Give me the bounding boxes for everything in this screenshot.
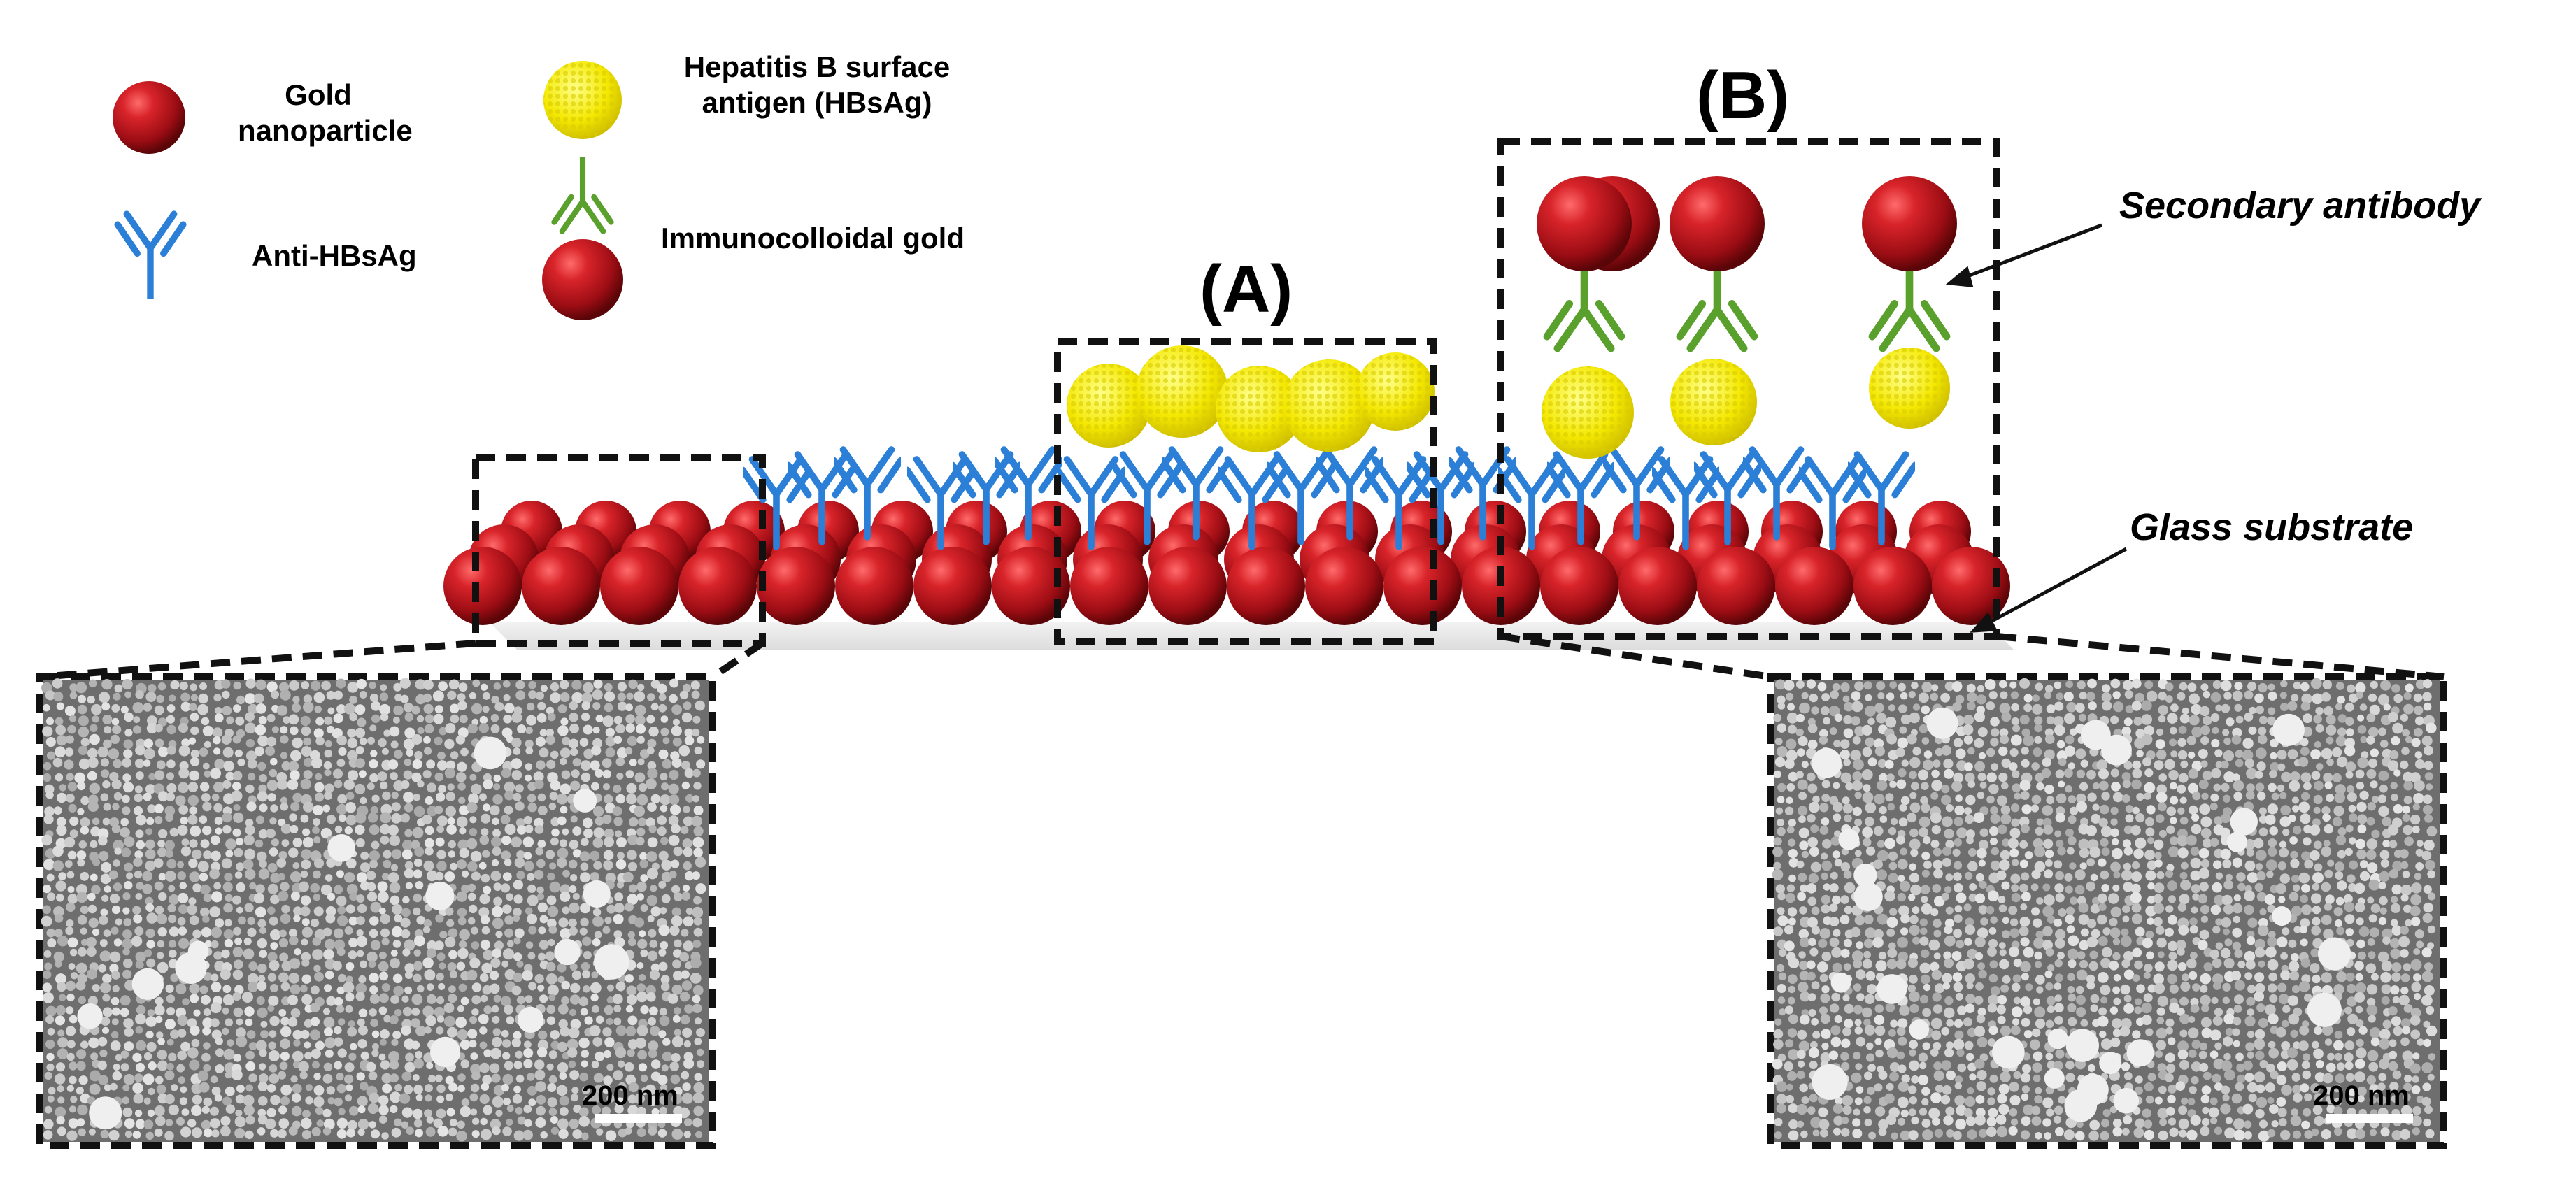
panel-b-box: [1497, 138, 2000, 640]
gold-nanoparticle: [1227, 547, 1305, 625]
legend-immunocolloidal-gold-label: Immunocolloidal gold: [661, 222, 965, 255]
hbsag-antigen: [1670, 359, 1757, 445]
panel-a-box: [1054, 338, 1437, 645]
gold-nanoparticle: [678, 547, 757, 625]
sem-right-frame: [1767, 673, 2447, 1149]
hbsag-antigen: [1216, 366, 1302, 452]
gold-nanoparticle: [1148, 547, 1227, 625]
hbsag-antigen: [1356, 352, 1435, 431]
legend-hbsag-icon: [543, 61, 622, 139]
sem-left-frame: [36, 673, 716, 1149]
zoom-line-right-b: [1996, 633, 2445, 680]
glass-substrate: [490, 622, 2014, 650]
panel-b-label: (B): [1696, 58, 1790, 133]
sem-right-scale-label: 200 nm: [2313, 1080, 2410, 1111]
gold-nanoparticle: [1383, 547, 1462, 625]
hbsag-antigen: [1136, 345, 1228, 438]
gold-nanoparticle: [1305, 547, 1383, 625]
gold-nanoparticle: [913, 547, 992, 625]
gold-nanoparticle: [1697, 547, 1775, 625]
hbsag-antigen: [1542, 366, 1634, 459]
gold-nanoparticle: [1540, 547, 1618, 625]
zoom-line-right-a: [1500, 633, 1772, 680]
gold-nanoparticle: [1775, 547, 1853, 625]
immunocolloidal-gold-layer: [1537, 176, 1957, 348]
zoom-line-left-a: [39, 640, 476, 680]
secondary-antibody-callout: Secondary antibody: [2119, 185, 2481, 227]
immunocolloidal-gold-complex: [1537, 176, 1660, 348]
legend-anti-hbsag-label: Anti-HBsAg: [252, 239, 417, 272]
panel-a-label: (A): [1200, 252, 1293, 327]
secondary-antibody-arrow: [1958, 223, 2102, 282]
sem-image-right: [1772, 678, 2438, 1142]
glass-substrate-arrow: [1981, 547, 2128, 628]
gold-nanoparticle: [1618, 547, 1697, 625]
gold-nanoparticle-layer: [443, 501, 2010, 625]
gold-nanoparticle: [600, 547, 678, 625]
sem-left-scale-bar: [595, 1114, 682, 1123]
sem-right-scale-bar: [2326, 1114, 2413, 1123]
legend-immunocolloidal-gold-icon: [542, 157, 623, 320]
hbsag-antigen: [1869, 348, 1950, 429]
glass-substrate-callout: Glass substrate: [2130, 506, 2414, 548]
legend-anti-hbsag-icon: [118, 214, 183, 299]
gold-nanoparticle: [1070, 547, 1148, 625]
gold-nanoparticle: [1932, 547, 2010, 625]
gold-nanoparticle: [1853, 547, 1932, 625]
zoom-line-left-b: [711, 640, 764, 680]
gold-nanoparticle: [522, 547, 600, 625]
hbsag-antigen: [1283, 359, 1375, 452]
bare-gold-zoom-box: [472, 454, 766, 647]
sem-left-scale-label: 200 nm: [582, 1080, 678, 1111]
hbsag-layer: [1067, 345, 1950, 459]
immunocolloidal-gold-complex: [1670, 176, 1765, 348]
hbsag-antigen: [1067, 364, 1151, 448]
immunocolloidal-gold-complex: [1862, 176, 1957, 348]
gold-nanoparticle: [757, 547, 835, 625]
sem-image-left: [41, 678, 706, 1142]
legend-gold-nanoparticle-icon: [113, 81, 185, 154]
gold-nanoparticle: [835, 547, 913, 625]
gold-nanoparticle: [443, 547, 522, 625]
gold-nanoparticle: [992, 547, 1070, 625]
